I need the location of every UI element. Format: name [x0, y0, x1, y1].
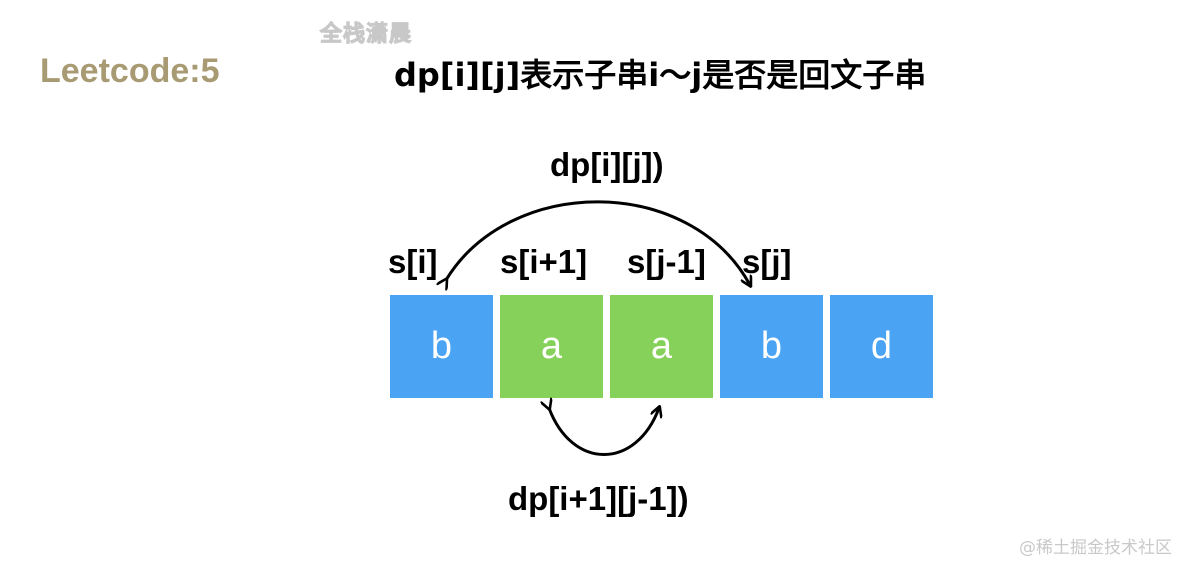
diagram-title: dp[i][j]表示子串i～j是否是回文子串: [394, 56, 927, 94]
string-cell-3: b: [720, 295, 823, 398]
cell-char: a: [540, 325, 563, 367]
brand-title: Leetcode:5: [40, 52, 220, 90]
index-label-j-minus-1: s[j-1]: [627, 243, 706, 280]
top-arrow-label: dp[i][j]): [550, 146, 664, 183]
cell-char: a: [650, 325, 673, 367]
cell-char: b: [760, 325, 783, 367]
string-cell-0: b: [390, 295, 493, 398]
string-cell-4: d: [830, 295, 933, 398]
cell-char: d: [870, 325, 893, 367]
cell-char: b: [430, 325, 453, 367]
watermark-top: 全栈潇晨: [319, 22, 413, 48]
string-cell-2: a: [610, 295, 713, 398]
bottom-arrow-label: dp[i+1][j-1]): [508, 480, 689, 517]
string-cell-1: a: [500, 295, 603, 398]
index-label-i: s[i]: [388, 243, 438, 280]
index-label-i-plus-1: s[i+1]: [500, 243, 588, 280]
bottom-double-arrow: [549, 408, 659, 456]
index-label-j: s[j]: [742, 243, 792, 280]
watermark-bottom: @稀土掘金技术社区: [1019, 538, 1172, 558]
top-double-arrow: [446, 200, 750, 285]
